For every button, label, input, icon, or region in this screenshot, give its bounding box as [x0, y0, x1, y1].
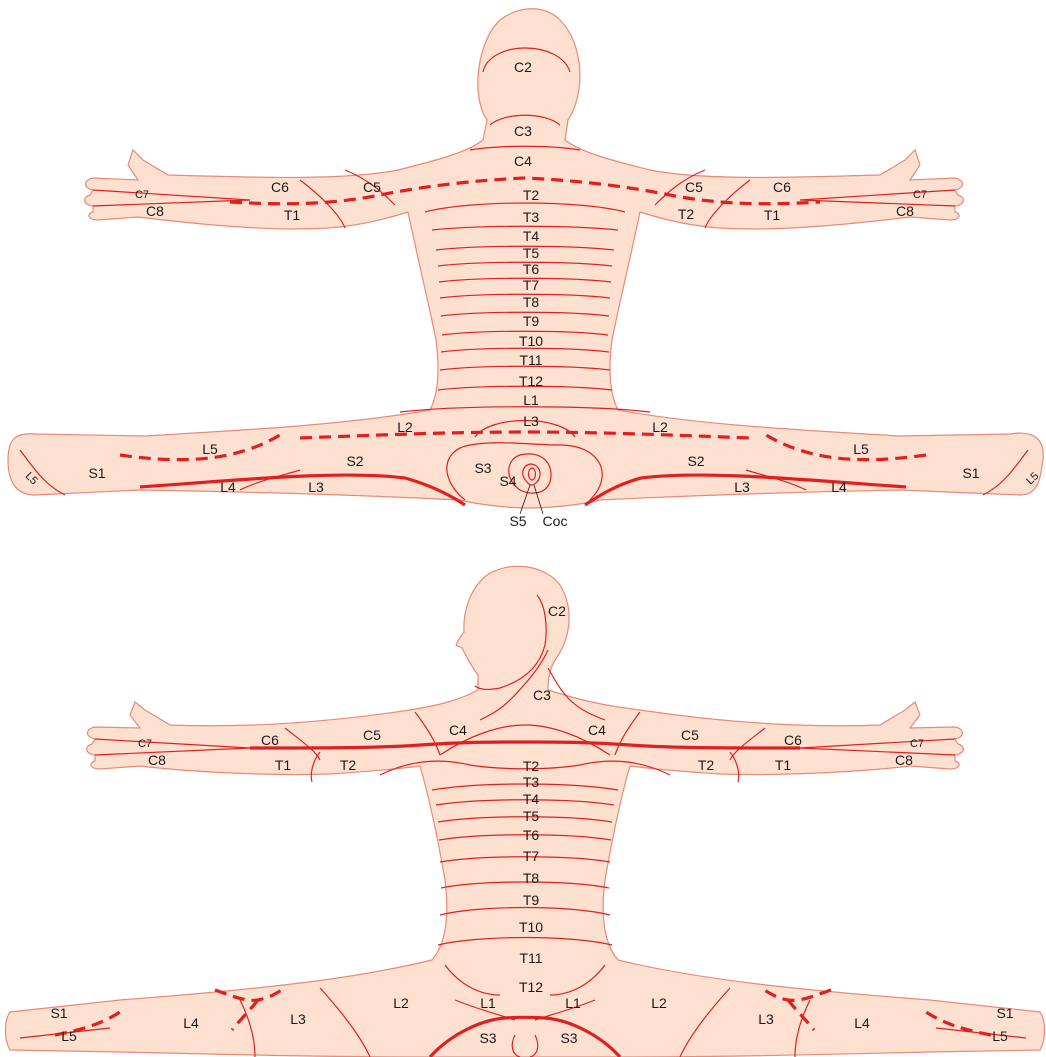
- label-s3-right-anterior: S3: [560, 1030, 577, 1046]
- label-t5-anterior: T5: [523, 808, 540, 824]
- label-t9: T9: [523, 313, 540, 329]
- label-s1-right-anterior: S1: [996, 1005, 1013, 1021]
- label-t2-right: T2: [678, 206, 695, 222]
- label-t11-anterior: T11: [519, 950, 542, 966]
- label-t5: T5: [523, 245, 540, 261]
- label-c8-right: C8: [896, 203, 914, 219]
- label-t2-anterior: T2: [523, 758, 540, 774]
- label-t7: T7: [523, 277, 540, 293]
- label-c8-left: C8: [146, 203, 164, 219]
- label-l3: L3: [523, 413, 539, 429]
- label-t6-anterior: T6: [523, 827, 540, 843]
- label-c3: C3: [514, 123, 532, 139]
- label-l1-left-anterior: L1: [480, 995, 496, 1011]
- label-c6-left-anterior: C6: [261, 732, 279, 748]
- label-t2-right-anterior: T2: [698, 757, 715, 773]
- label-l2-left: L2: [397, 419, 413, 435]
- label-l1: L1: [523, 392, 539, 408]
- label-c7-right: C7: [913, 189, 927, 201]
- label-c7-left: C7: [135, 189, 149, 201]
- anterior-view: C2 C3 C4 C4 C5 C5 C6 C6 C7 C7 C8 C8 T1 T…: [6, 566, 1045, 1057]
- label-t12: T12: [519, 373, 543, 389]
- label-t9-anterior: T9: [523, 892, 540, 908]
- label-c8-left-anterior: C8: [148, 752, 166, 768]
- label-c5-left: C5: [363, 179, 381, 195]
- label-c6-right-anterior: C6: [784, 732, 802, 748]
- label-t1-left: T1: [284, 207, 301, 223]
- label-l5-right: L5: [853, 441, 869, 457]
- label-t8: T8: [523, 294, 540, 310]
- label-s1-left-anterior: S1: [50, 1005, 67, 1021]
- label-c4-right-anterior: C4: [588, 722, 606, 738]
- label-c8-right-anterior: C8: [895, 752, 913, 768]
- label-c4: C4: [514, 153, 532, 169]
- label-l3-leg-left: L3: [308, 479, 324, 495]
- label-s2-right: S2: [687, 453, 704, 469]
- label-t12-anterior: T12: [519, 979, 543, 995]
- label-l3-leg-right: L3: [734, 479, 750, 495]
- label-t4-anterior: T4: [523, 791, 540, 807]
- label-l4-left-anterior: L4: [183, 1015, 199, 1031]
- label-c3-anterior: C3: [533, 687, 551, 703]
- label-t2-left-anterior: T2: [340, 757, 357, 773]
- label-c2: C2: [514, 59, 532, 75]
- label-c4-left-anterior: C4: [449, 722, 467, 738]
- label-c5-right-anterior: C5: [681, 727, 699, 743]
- label-l2-right-anterior: L2: [651, 995, 667, 1011]
- label-l2-right: L2: [652, 419, 668, 435]
- label-t10-anterior: T10: [519, 919, 543, 935]
- label-l4-right: L4: [831, 479, 847, 495]
- label-t10: T10: [519, 333, 543, 349]
- label-coc: Coc: [543, 513, 568, 529]
- label-t3: T3: [523, 209, 540, 225]
- label-t1-right: T1: [764, 207, 781, 223]
- label-l5-left: L5: [202, 441, 218, 457]
- label-s5: S5: [509, 513, 526, 529]
- label-t2: T2: [523, 187, 540, 203]
- posterior-view: C2 C3 C4 C5 C6 C7 C8 T1 C5 C6 C7 C8 T1 T…: [8, 9, 1043, 529]
- label-t4: T4: [523, 228, 540, 244]
- label-t7-anterior: T7: [523, 848, 540, 864]
- label-l5-right-anterior: L5: [992, 1028, 1008, 1044]
- label-c7-right-anterior: C7: [910, 738, 924, 750]
- label-t1-left-anterior: T1: [275, 757, 292, 773]
- label-s1-right: S1: [962, 465, 979, 481]
- label-l1-right-anterior: L1: [565, 995, 581, 1011]
- label-s1-left: S1: [88, 465, 105, 481]
- label-l2-left-anterior: L2: [393, 995, 409, 1011]
- label-l4-right-anterior: L4: [854, 1015, 870, 1031]
- label-t11: T11: [519, 352, 542, 368]
- label-s3: S3: [474, 460, 491, 476]
- label-c6-right: C6: [773, 179, 791, 195]
- label-l3-right-anterior: L3: [758, 1011, 774, 1027]
- label-c6-left: C6: [271, 179, 289, 195]
- label-l3-left-anterior: L3: [290, 1011, 306, 1027]
- label-c5-left-anterior: C5: [363, 727, 381, 743]
- label-l4-left: L4: [220, 479, 236, 495]
- label-t3-anterior: T3: [523, 774, 540, 790]
- label-t8-anterior: T8: [523, 870, 540, 886]
- label-s4: S4: [499, 473, 516, 489]
- label-c7-left-anterior: C7: [138, 738, 152, 750]
- label-s2-left: S2: [346, 453, 363, 469]
- label-c2-anterior: C2: [548, 603, 566, 619]
- label-c5-right: C5: [685, 179, 703, 195]
- label-s3-left-anterior: S3: [479, 1030, 496, 1046]
- label-t1-right-anterior: T1: [775, 757, 792, 773]
- label-l5-left-anterior: L5: [61, 1028, 77, 1044]
- label-t6: T6: [523, 261, 540, 277]
